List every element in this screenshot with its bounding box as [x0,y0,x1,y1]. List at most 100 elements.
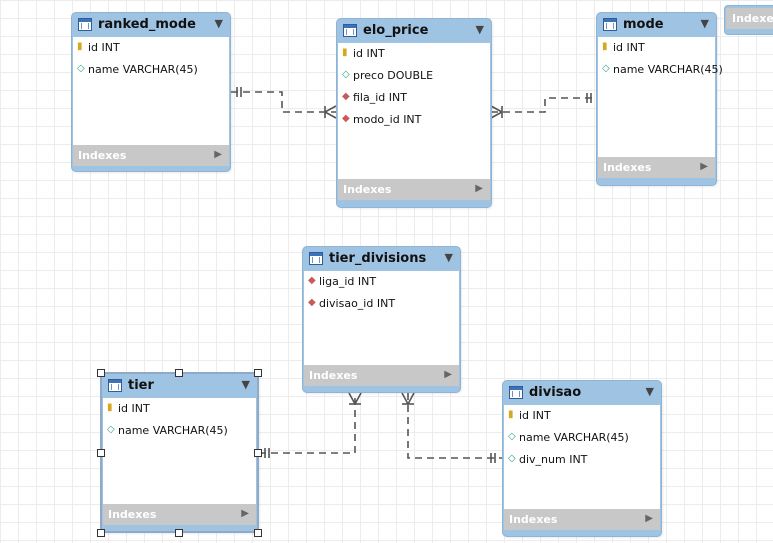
table-header[interactable]: tier_divisions ▼ [303,247,460,271]
indexes-section[interactable]: Indexes ▶ [73,145,229,166]
table-header[interactable]: tier ▼ [102,374,257,398]
foreign-key-icon: ◆ [308,297,316,308]
table-icon [603,18,617,31]
table-title: tier_divisions [329,251,427,266]
column-row[interactable]: ◇ name VARCHAR(45) [598,59,723,81]
column-label: liga_id INT [319,275,377,288]
column-row[interactable]: ◇ preco DOUBLE [338,65,490,87]
column-list: ◆ liga_id INT ◆ divisao_id INT [304,271,459,365]
column-list: ▮ id INT ◇ name VARCHAR(45) [103,398,256,504]
column-icon: ◇ [508,431,516,442]
column-label: fila_id INT [353,91,407,104]
relationship-ranked-mode-elo-price[interactable] [231,87,337,119]
column-row[interactable]: ◆ modo_id INT [338,109,490,131]
table-mode[interactable]: mode ▼ ▮ id INT ◇ name VARCHAR(45) Index… [596,12,723,186]
column-icon: ◇ [602,63,610,74]
column-label: preco DOUBLE [353,69,434,82]
column-label: name VARCHAR(45) [519,431,629,444]
indexes-label: Indexes [732,12,773,25]
table-icon [309,252,323,265]
table-elo-price[interactable]: elo_price ▼ ▮ id INT ◇ preco DOUBLE ◆ fi… [336,18,492,208]
relationship-mode-elo-price[interactable] [490,93,596,119]
resize-handle-bottom-left[interactable] [97,529,105,537]
relationship-divisao-tier-divisions[interactable] [401,392,502,463]
foreign-key-icon: ◆ [342,113,350,124]
offscreen-table-fragment[interactable]: Indexes [724,5,773,35]
expand-arrow-icon[interactable]: ▶ [475,183,483,194]
resize-handle-right[interactable] [254,449,262,457]
table-header[interactable]: mode ▼ [597,13,716,37]
table-header[interactable]: ranked_mode ▼ [72,13,230,37]
indexes-section[interactable]: Indexes [726,8,773,29]
column-icon: ◇ [77,63,85,74]
primary-key-icon: ▮ [602,41,608,52]
column-row[interactable]: ◇ div_num INT [504,449,660,471]
expand-arrow-icon[interactable]: ▶ [645,513,653,524]
column-label: id INT [353,47,385,60]
column-icon: ◇ [342,69,350,80]
foreign-key-icon: ◆ [308,275,316,286]
collapse-toggle-icon[interactable]: ▼ [700,17,709,30]
column-row[interactable]: ◇ name VARCHAR(45) [103,420,256,442]
table-title: tier [128,378,154,393]
column-row[interactable]: ◆ fila_id INT [338,87,490,109]
foreign-key-icon: ◆ [342,91,350,102]
table-title: elo_price [363,23,429,38]
column-label: id INT [118,402,150,415]
column-list: ▮ id INT ◇ preco DOUBLE ◆ fila_id INT ◆ … [338,43,490,197]
indexes-section[interactable]: Indexes ▶ [338,179,490,200]
column-row[interactable]: ▮ id INT [504,405,660,427]
collapse-toggle-icon[interactable]: ▼ [214,17,223,30]
expand-arrow-icon[interactable]: ▶ [214,149,222,160]
table-title: divisao [529,385,582,400]
resize-handle-top[interactable] [175,369,183,377]
indexes-label: Indexes [603,161,652,174]
resize-handle-bottom-right[interactable] [254,529,262,537]
column-label: divisao_id INT [319,297,396,310]
table-icon [108,379,122,392]
primary-key-icon: ▮ [77,41,83,52]
primary-key-icon: ▮ [342,47,348,58]
column-label: name VARCHAR(45) [613,63,723,76]
column-row[interactable]: ◇ name VARCHAR(45) [504,427,660,449]
column-row[interactable]: ▮ id INT [338,43,490,65]
table-header[interactable]: elo_price ▼ [337,19,491,43]
expand-arrow-icon[interactable]: ▶ [444,369,452,380]
table-divisao[interactable]: divisao ▼ ▮ id INT ◇ name VARCHAR(45) ◇ … [502,380,662,537]
table-tier-divisions[interactable]: tier_divisions ▼ ◆ liga_id INT ◆ divisao… [302,246,461,393]
collapse-toggle-icon[interactable]: ▼ [475,23,484,36]
primary-key-icon: ▮ [107,402,113,413]
indexes-section[interactable]: Indexes ▶ [304,365,459,386]
indexes-section[interactable]: Indexes ▶ [103,504,256,525]
column-row[interactable]: ▮ id INT [73,37,229,59]
indexes-label: Indexes [343,183,392,196]
indexes-label: Indexes [78,149,127,162]
resize-handle-top-right[interactable] [254,369,262,377]
column-icon: ◇ [508,453,516,464]
collapse-toggle-icon[interactable]: ▼ [444,251,453,264]
indexes-section[interactable]: Indexes ▶ [504,509,660,530]
resize-handle-top-left[interactable] [97,369,105,377]
relationship-tier-tier-divisions[interactable] [259,392,362,458]
column-row[interactable]: ▮ id INT [103,398,256,420]
column-row[interactable]: ◆ liga_id INT [304,271,459,293]
column-list: ▮ id INT ◇ name VARCHAR(45) ◇ div_num IN… [504,405,660,509]
table-header[interactable]: divisao ▼ [503,381,661,405]
indexes-label: Indexes [509,513,558,526]
collapse-toggle-icon[interactable]: ▼ [241,378,250,391]
collapse-toggle-icon[interactable]: ▼ [645,385,654,398]
table-title: ranked_mode [98,17,196,32]
expand-arrow-icon[interactable]: ▶ [700,161,708,172]
column-label: id INT [88,41,120,54]
table-tier[interactable]: tier ▼ ▮ id INT ◇ name VARCHAR(45) Index… [100,372,259,533]
column-row[interactable]: ▮ id INT [598,37,715,59]
column-row[interactable]: ◇ name VARCHAR(45) [73,59,229,81]
column-label: modo_id INT [353,113,422,126]
expand-arrow-icon[interactable]: ▶ [241,508,249,519]
resize-handle-left[interactable] [97,449,105,457]
table-ranked-mode[interactable]: ranked_mode ▼ ▮ id INT ◇ name VARCHAR(45… [71,12,231,172]
resize-handle-bottom[interactable] [175,529,183,537]
column-row[interactable]: ◆ divisao_id INT [304,293,459,315]
indexes-section[interactable]: Indexes ▶ [598,157,715,178]
